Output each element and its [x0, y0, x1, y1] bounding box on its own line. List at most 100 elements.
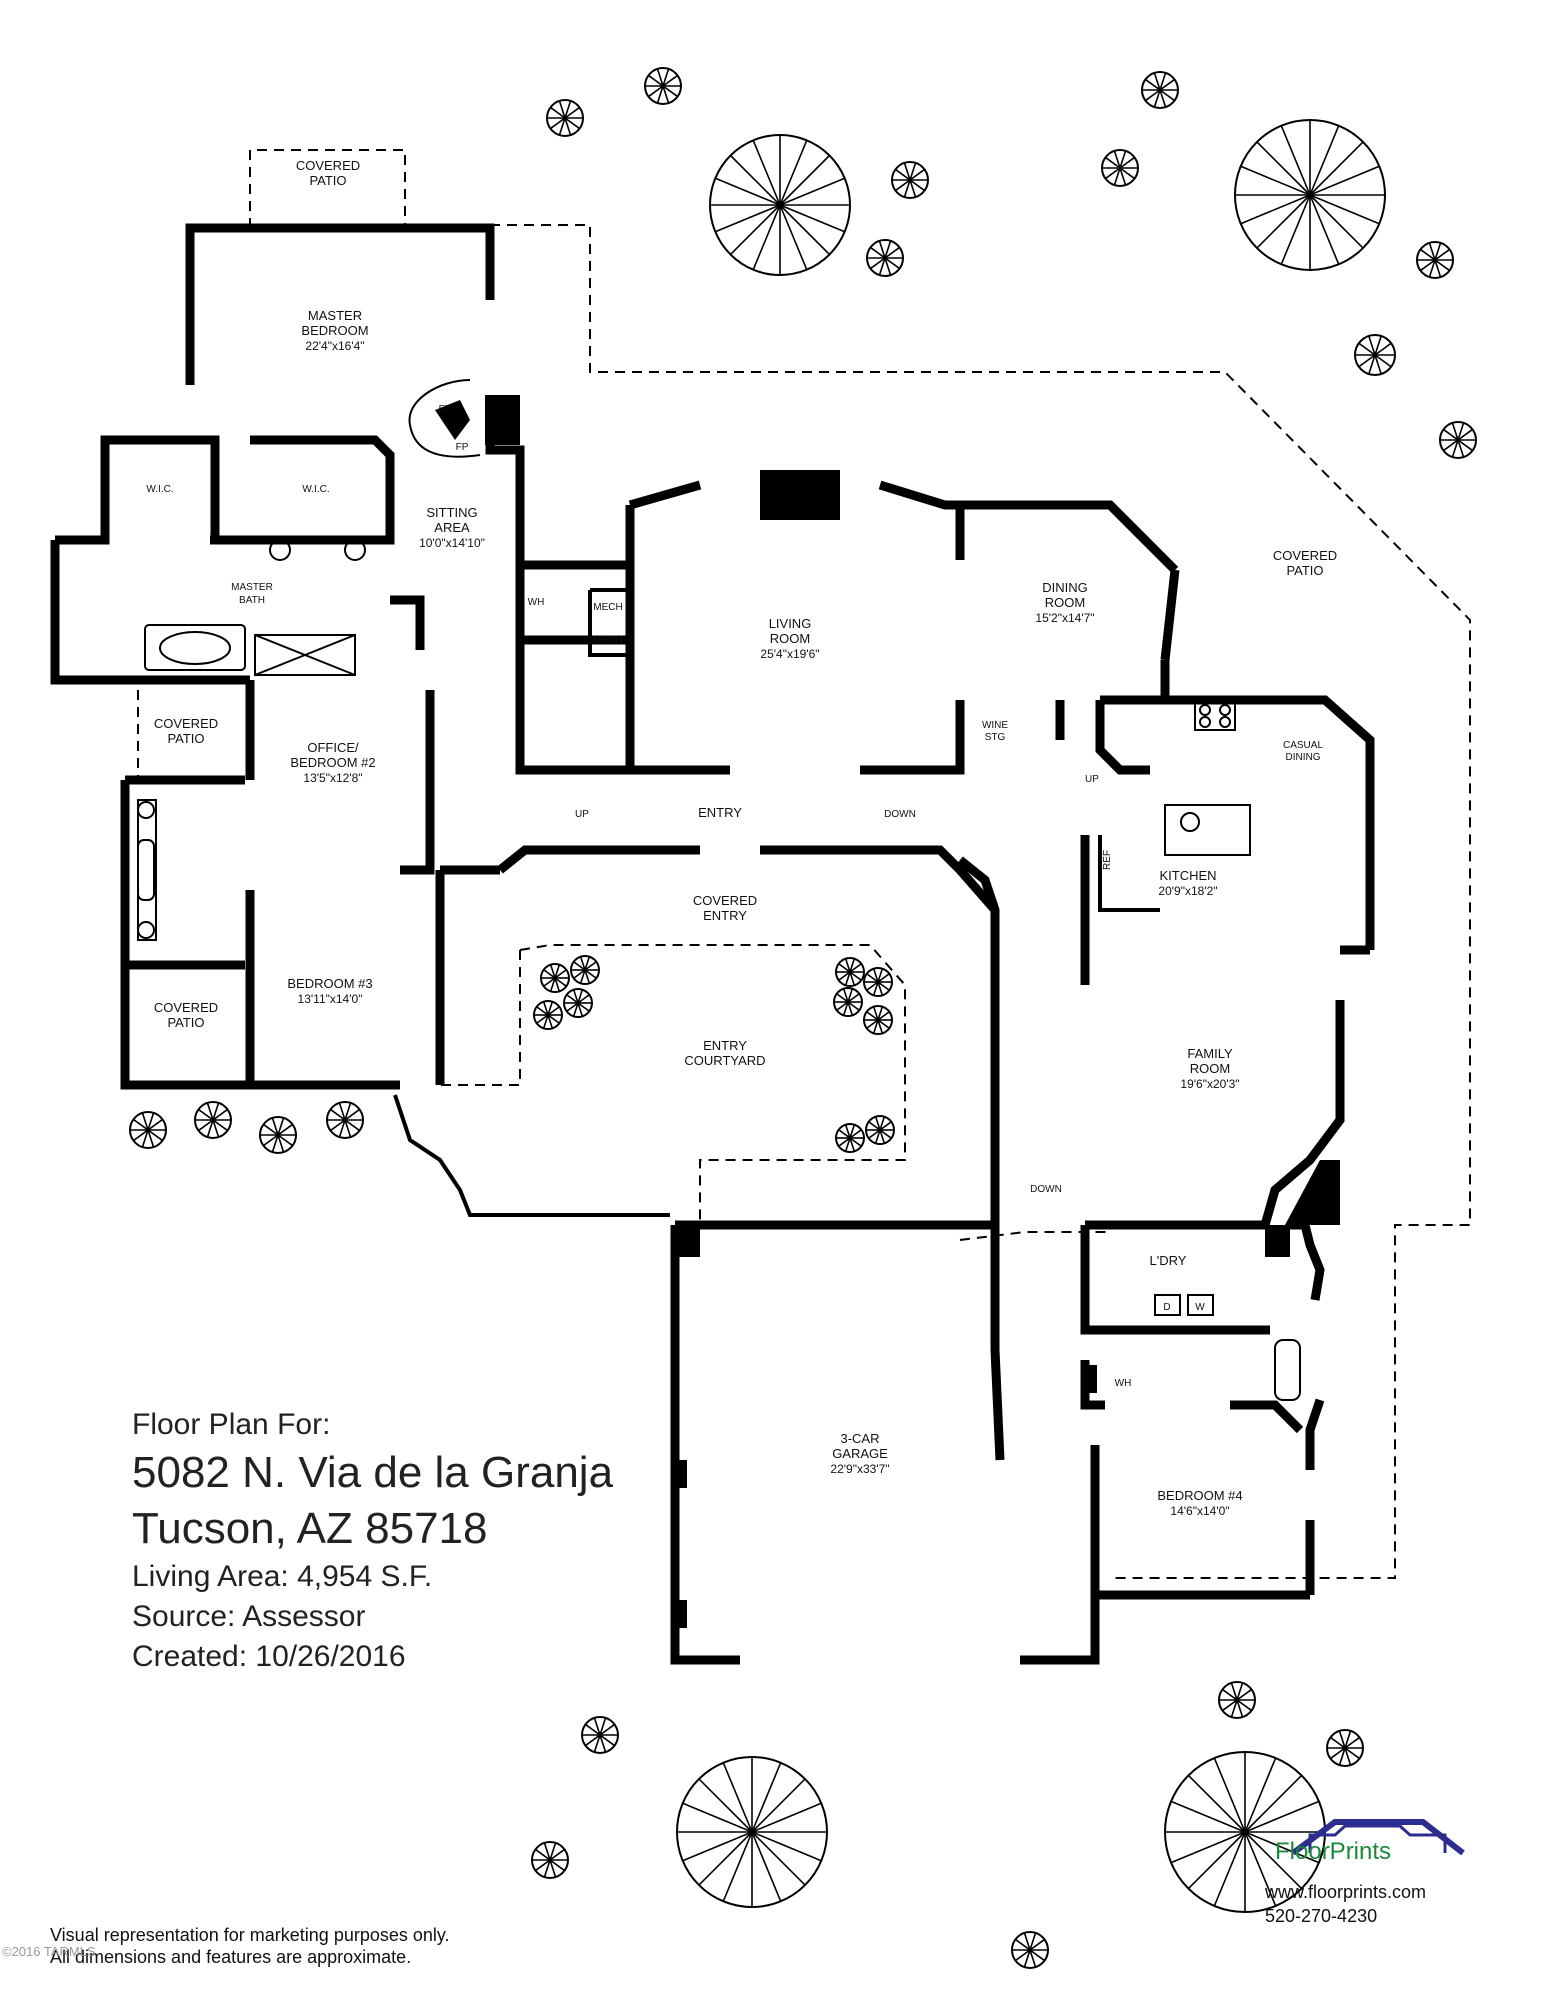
- covered-patio-left-1-label: COVERED: [154, 716, 218, 731]
- entry-courtyard-label-2: COURTYARD: [684, 1053, 765, 1068]
- office-label: OFFICE/: [307, 740, 359, 755]
- water-heater-label-1: WH: [528, 597, 545, 608]
- wine-storage-label-2: STG: [985, 732, 1006, 743]
- shrub-icon: [326, 1101, 364, 1139]
- covered-patio-right-label: COVERED: [1273, 548, 1337, 563]
- garage-label-2: GARAGE: [832, 1446, 888, 1461]
- bedroom-3-label: BEDROOM #3: [287, 976, 372, 991]
- family-room-label: FAMILY: [1187, 1046, 1233, 1061]
- water-heater-label-2: WH: [1115, 1378, 1132, 1389]
- disclaimer: Visual representation for marketing purp…: [50, 1924, 450, 1968]
- data-source: Source: Assessor: [132, 1600, 366, 1633]
- casual-dining-label-2: DINING: [1286, 752, 1321, 763]
- master-bedroom-dims: 22'4"x16'4": [305, 339, 364, 353]
- shrub-icon: [1011, 1931, 1049, 1969]
- brand-name: FloorPrints: [1275, 1838, 1392, 1865]
- dining-room-label-2: ROOM: [1045, 595, 1085, 610]
- shrub-icon: [866, 239, 904, 277]
- wine-storage-label: WINE: [982, 720, 1008, 731]
- living-room-label-2: ROOM: [770, 631, 810, 646]
- room-labels: COVERED PATIO MASTER BEDROOM 22'4"x16'4"…: [146, 158, 1337, 1518]
- shrub-icon: [570, 955, 600, 985]
- refrigerator-label: REF: [1102, 850, 1113, 870]
- covered-patio-top-label-2: PATIO: [309, 173, 346, 188]
- covered-patio-left-1-label-2: PATIO: [167, 731, 204, 746]
- brand-url[interactable]: www.floorprints.com: [1265, 1882, 1427, 1902]
- shrub-icon: [259, 1116, 297, 1154]
- shrub-icon: [835, 957, 865, 987]
- master-bedroom-label: MASTER: [308, 308, 362, 323]
- laundry-label: L'DRY: [1150, 1253, 1187, 1268]
- covered-patio-right-label-2: PATIO: [1286, 563, 1323, 578]
- brand-phone: 520-270-4230: [1265, 1906, 1378, 1926]
- shrub-icon: [644, 67, 682, 105]
- property-info: Floor Plan For: 5082 N. Via de la Granja…: [132, 1405, 613, 1677]
- family-room-dims: 19'6"x20'3": [1180, 1077, 1239, 1091]
- created-date: Created: 10/26/2016: [132, 1640, 406, 1673]
- city-state-zip: Tucson, AZ 85718: [132, 1504, 488, 1553]
- shrub-icon: [533, 1000, 563, 1030]
- garage-label: 3-CAR: [840, 1431, 879, 1446]
- covered-entry-label: COVERED: [693, 893, 757, 908]
- family-room-label-2: ROOM: [1190, 1061, 1230, 1076]
- wic-right-label: W.I.C.: [302, 484, 329, 495]
- dining-room-label: DINING: [1042, 580, 1088, 595]
- washer-label: W: [1195, 1302, 1205, 1313]
- sitting-area-label: SITTING: [426, 505, 477, 520]
- kitchen-dims: 20'9"x18'2": [1158, 884, 1217, 898]
- entry-label: ENTRY: [698, 805, 742, 820]
- master-bedroom-label-2: BEDROOM: [301, 323, 368, 338]
- floor-plan-heading: Floor Plan For:: [132, 1408, 331, 1441]
- shrub-icon: [835, 1123, 865, 1153]
- walls: [50, 223, 1375, 1665]
- shrub-icon: [531, 1841, 569, 1879]
- street-address: 5082 N. Via de la Granja: [132, 1448, 614, 1497]
- fixtures: [137, 539, 1301, 1401]
- up-label-entry: UP: [575, 809, 589, 820]
- tree-icon: [676, 1756, 828, 1908]
- shrub-icon: [1416, 241, 1454, 279]
- disclaimer-line-1: Visual representation for marketing purp…: [50, 1925, 450, 1945]
- shrub-icon: [1101, 149, 1139, 187]
- covered-patio-top-label: COVERED: [296, 158, 360, 173]
- master-fireplace: [408, 379, 520, 458]
- trees: [129, 67, 1477, 1969]
- living-room-label: LIVING: [769, 616, 812, 631]
- shrub-icon: [833, 987, 863, 1017]
- shrub-icon: [1439, 421, 1477, 459]
- living-area: Living Area: 4,954 S.F.: [132, 1560, 433, 1593]
- bedroom-4-label: BEDROOM #4: [1157, 1488, 1242, 1503]
- office-label-2: BEDROOM #2: [290, 755, 375, 770]
- shrub-icon: [540, 963, 570, 993]
- shrub-icon: [129, 1111, 167, 1149]
- entry-courtyard-label: ENTRY: [703, 1038, 747, 1053]
- sitting-area-dims: 10'0"x14'10": [419, 536, 485, 550]
- shrub-icon: [863, 967, 893, 997]
- shrub-icon: [563, 988, 593, 1018]
- down-label-entry: DOWN: [884, 809, 916, 820]
- tree-icon: [1164, 1751, 1326, 1913]
- master-bath-label-2: BATH: [239, 595, 265, 606]
- shrub-icon: [546, 99, 584, 137]
- bedroom-3-dims: 13'11"x14'0": [298, 992, 363, 1006]
- patio-outlines: [127, 149, 1471, 1579]
- shrub-icon: [1354, 334, 1396, 376]
- covered-patio-left-2-label-2: PATIO: [167, 1015, 204, 1030]
- shrub-icon: [865, 1115, 895, 1145]
- copyright-watermark: ©2016 TARMLS: [2, 1944, 96, 1959]
- mech-label-1: MECH: [593, 602, 622, 613]
- brand-block: FloorPrints www.floorprints.com 520-270-…: [1265, 1838, 1505, 1928]
- fireplace-label-1: FP: [439, 404, 452, 415]
- covered-patio-left-2-label: COVERED: [154, 1000, 218, 1015]
- living-room-dims: 25'4"x19'6": [760, 647, 819, 661]
- fireplace-label-2: FP: [456, 442, 469, 453]
- shrub-icon: [581, 1716, 619, 1754]
- shrub-icon: [863, 1005, 893, 1035]
- disclaimer-line-2: All dimensions and features are approxim…: [50, 1947, 412, 1967]
- shrub-icon: [1141, 71, 1179, 109]
- tree-icon: [709, 134, 851, 276]
- garage-dims: 22'9"x33'7": [830, 1462, 889, 1476]
- shrub-icon: [891, 161, 929, 199]
- bedroom-4-dims: 14'6"x14'0": [1170, 1504, 1229, 1518]
